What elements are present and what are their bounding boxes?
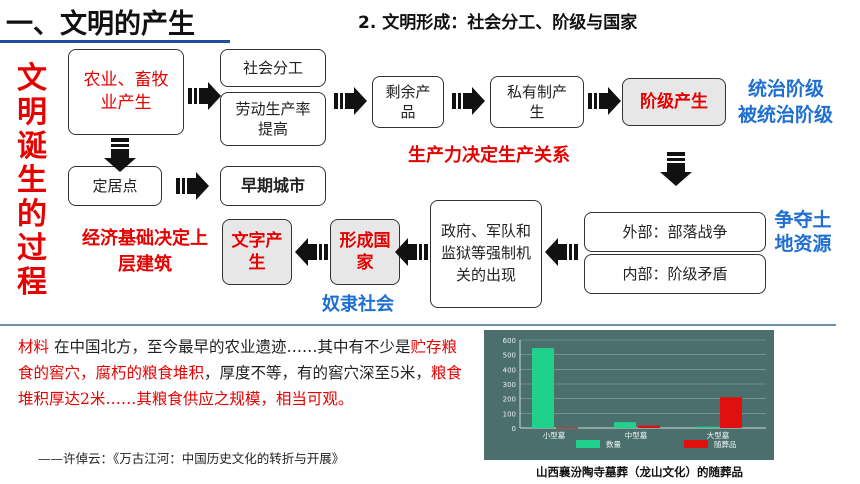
- vertical-title-char: 过: [17, 231, 47, 266]
- material-text: ，厚度不等，有的窖穴深至5米，: [204, 364, 431, 382]
- section-divider: [0, 324, 836, 326]
- box-surplus: 剩余产品: [372, 76, 444, 128]
- legend-label: 随葬品: [714, 439, 737, 449]
- box-agriculture: 农业、畜牧业产生: [68, 49, 184, 135]
- arrow-right-icon: [176, 172, 209, 200]
- chart-bar: [720, 397, 742, 428]
- chart-bar: [638, 425, 660, 428]
- label-productive-forces: 生产力决定生产关系: [408, 145, 570, 166]
- arrow-right-icon: [334, 87, 367, 115]
- material-passage: 材料 在中国北方，至今最早的农业遗迹……其中有不少是贮存粮食的窖穴，腐朽的粮食堆…: [18, 334, 463, 412]
- x-tick-label: 大型墓: [707, 430, 730, 440]
- arrow-right-icon: [188, 82, 221, 110]
- label-land-resources: 争夺土地资源: [774, 209, 832, 255]
- y-tick-label: 300: [503, 381, 516, 389]
- legend-swatch: [684, 440, 708, 448]
- arrow-left-icon: [295, 238, 328, 266]
- material-source: ——许倬云：《万古江河：中国历史文化的转折与开展》: [38, 451, 345, 466]
- vertical-title-char: 诞: [17, 129, 47, 164]
- y-tick-label: 100: [503, 410, 516, 418]
- y-tick-label: 500: [503, 352, 516, 360]
- y-tick-label: 200: [503, 396, 516, 404]
- material-text: 在中国北方，至今最早的农业遗迹……其中有不少是: [49, 338, 411, 356]
- vertical-title: 文 明 诞 生 的 过 程: [12, 62, 52, 300]
- legend-label: 数量: [606, 439, 621, 449]
- flow-arrows: [104, 82, 692, 266]
- label-ruled-class: 被统治阶级: [738, 104, 834, 126]
- box-early-city: 早期城市: [220, 166, 326, 206]
- material-text-highlight: 贮存粮食的窖穴，腐朽的粮食堆积: [18, 338, 457, 382]
- main-heading: 一、文明的产生: [6, 9, 195, 40]
- vertical-title-char: 文: [17, 61, 47, 96]
- material-text-highlight: 粮食堆积厚达2米……其粮食供应之规模，相当可观。: [18, 364, 462, 408]
- vertical-title-char: 程: [17, 265, 47, 300]
- vertical-title-char: 生: [17, 163, 47, 198]
- chart-bar: [696, 426, 718, 428]
- arrow-right-icon: [588, 87, 621, 115]
- arrow-down-icon: [104, 138, 136, 172]
- box-writing: 文字产生: [222, 219, 292, 285]
- chart-panel: 0 100 200 300 400 500 600 小型墓 中型墓 大型墓数量 随葬品: [484, 330, 774, 460]
- label-slave-society: 奴隶社会: [322, 294, 394, 315]
- x-tick-label: 中型墓: [625, 430, 648, 440]
- box-private-ownership: 私有制产生: [490, 76, 584, 128]
- vertical-title-char: 明: [17, 95, 47, 130]
- vertical-title-char: 的: [17, 197, 47, 232]
- sub-heading: 2. 文明形成：社会分工、阶级与国家: [358, 13, 638, 33]
- y-tick-label: 0: [512, 425, 516, 433]
- chart-bar: [556, 427, 578, 429]
- chart-bar: [614, 422, 636, 428]
- material-tag: 材料: [18, 338, 50, 356]
- box-external: 外部：部落战争: [584, 212, 766, 252]
- y-tick-label: 400: [503, 366, 516, 374]
- y-tick-label: 600: [503, 337, 516, 345]
- chart-caption: 山西襄汾陶寺墓葬（龙山文化）的随葬品: [536, 465, 743, 479]
- box-coercive-apparatus: 政府、军队和监狱等强制机关的出现: [430, 200, 542, 308]
- arrow-left-icon: [395, 238, 428, 266]
- chart-bar: [532, 348, 554, 428]
- heading-underline: [0, 40, 230, 43]
- box-state-formation: 形成国家: [330, 219, 400, 285]
- label-ruling-class: 统治阶级: [748, 78, 825, 100]
- x-tick-label: 小型墓: [543, 430, 566, 440]
- arrow-right-icon: [452, 87, 485, 115]
- box-division-of-labor: 社会分工: [220, 49, 326, 87]
- box-internal: 内部：阶级矛盾: [584, 254, 766, 294]
- label-economic-base: 经济基础决定上层建筑: [82, 228, 208, 275]
- box-class-emergence: 阶级产生: [622, 78, 726, 126]
- box-productivity: 劳动生产率提高: [220, 92, 326, 146]
- arrow-left-icon: [545, 238, 578, 266]
- arrow-down-icon: [660, 152, 692, 186]
- legend-swatch: [576, 440, 600, 448]
